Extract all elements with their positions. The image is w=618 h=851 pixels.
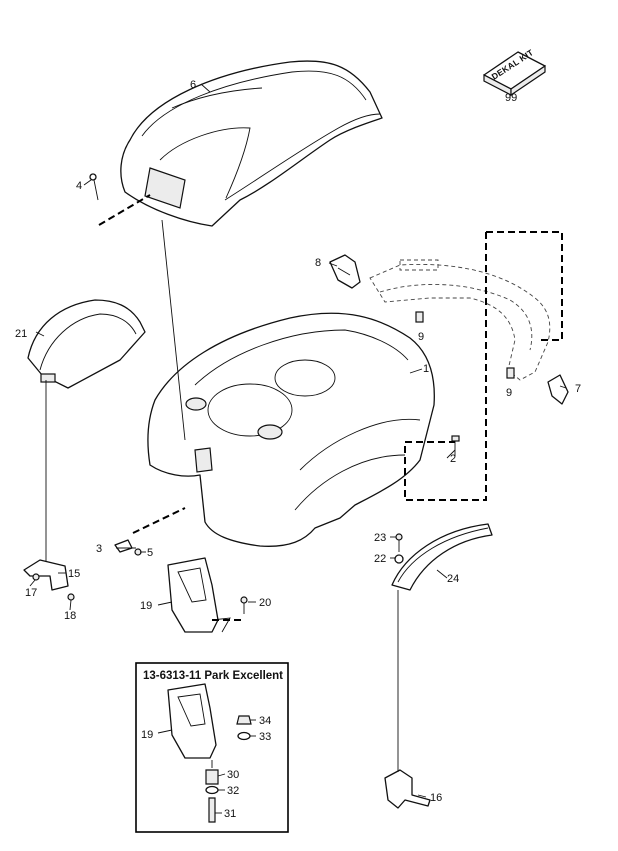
leader-lines [29, 83, 567, 798]
callout-31: 31 [224, 808, 236, 820]
callout-3: 3 [96, 543, 102, 555]
callout-16: 16 [430, 792, 442, 804]
clip-part-9-b [506, 367, 515, 379]
clip-part-9-a [415, 311, 424, 323]
seat-base-19 [167, 557, 231, 633]
callout-8: 8 [315, 257, 321, 269]
callout-20: 20 [259, 597, 271, 609]
dekal-kit-box: DEKAL KIT [483, 47, 546, 97]
bracket-part-8 [329, 254, 361, 289]
callout-19-a: 19 [140, 600, 152, 612]
callout-9-b: 9 [506, 387, 512, 399]
left-side-cover [27, 299, 146, 389]
callout-4: 4 [76, 180, 82, 192]
callout-32: 32 [227, 785, 239, 797]
mounting-bracket-16 [384, 769, 431, 809]
callout-33: 33 [259, 731, 271, 743]
rear-mudguard [391, 523, 493, 591]
callout-19-b: 19 [141, 729, 153, 741]
callout-2: 2 [450, 453, 456, 465]
callout-23: 23 [374, 532, 386, 544]
callout-22: 22 [374, 553, 386, 565]
callout-6: 6 [190, 79, 196, 91]
callout-24: 24 [447, 573, 459, 585]
callout-99: 99 [505, 92, 517, 104]
callout-1: 1 [423, 363, 429, 375]
callout-17: 17 [25, 587, 37, 599]
callout-30: 30 [227, 769, 239, 781]
callout-7: 7 [575, 383, 581, 395]
callout-21: 21 [15, 328, 27, 340]
callout-18: 18 [64, 610, 76, 622]
bracket-part-7 [547, 374, 569, 405]
callout-numbers: 1 2 3 4 5 6 7 8 9 9 15 16 17 18 19 19 20… [15, 79, 581, 820]
inset-seat-base-19 [167, 683, 217, 759]
hardware-pins [32, 173, 460, 614]
inset-panel: 13-6313-11 Park Excellent [135, 662, 289, 833]
inset-hardware [157, 715, 256, 823]
main-body-shroud [147, 312, 435, 547]
callout-5: 5 [147, 547, 153, 559]
callout-34: 34 [259, 715, 271, 727]
hood-top-cover [120, 60, 383, 227]
callout-9-a: 9 [418, 331, 424, 343]
rear-bracket [369, 259, 551, 381]
inset-title: 13-6313-11 Park Excellent [143, 670, 283, 682]
callout-15: 15 [68, 568, 80, 580]
